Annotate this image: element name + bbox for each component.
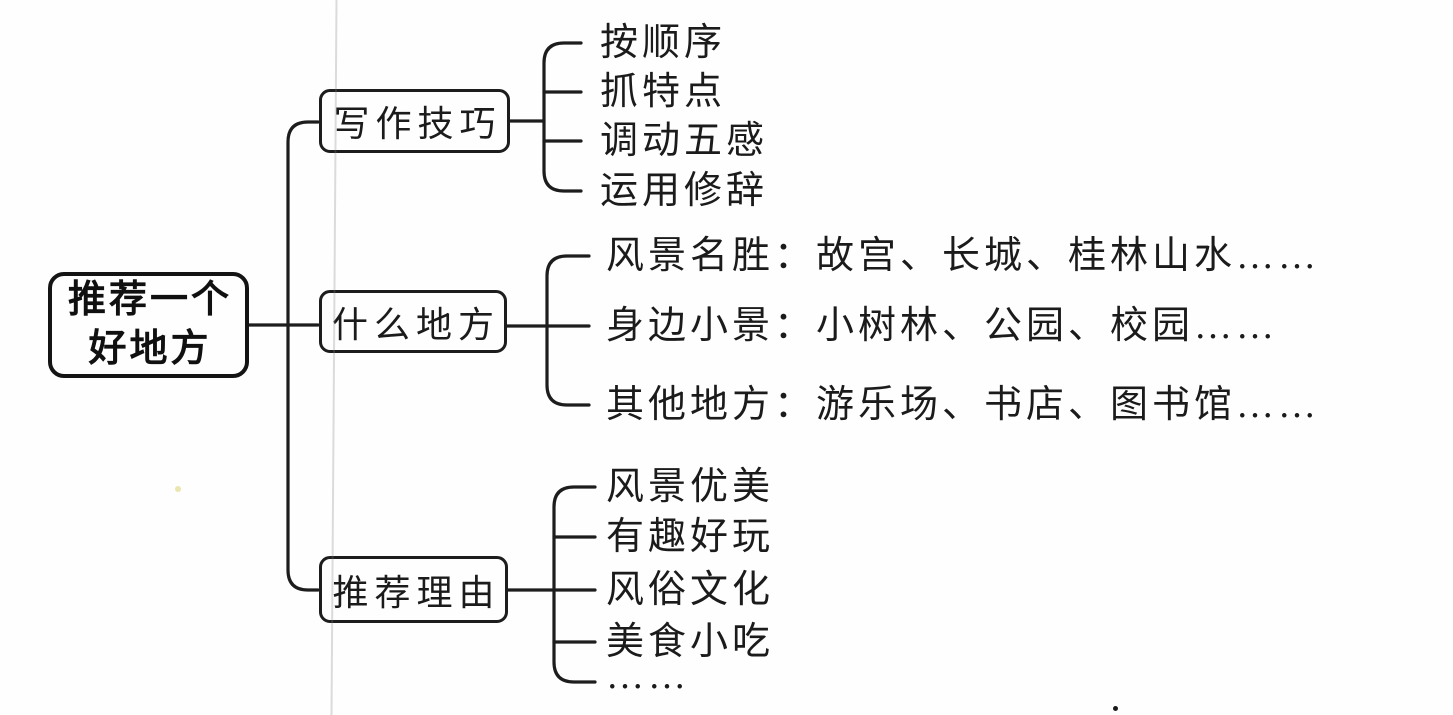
branch-label: 推荐理由 xyxy=(332,572,501,613)
root-label-line1: 推荐一个 xyxy=(67,279,232,321)
branch-node-reasons: 推荐理由 xyxy=(319,556,508,623)
leaf-label: 其他地方：游乐场、书店、图书馆…… xyxy=(606,384,1321,426)
branch-label: 什么地方 xyxy=(331,304,500,345)
trunk-line xyxy=(286,120,320,592)
branch-node-writing-skills: 写作技巧 xyxy=(319,89,510,153)
branch-node-what-place: 什么地方 xyxy=(319,290,507,353)
leaf-label: 身边小景：小树林、公园、校园…… xyxy=(606,305,1279,347)
leaf-label: 美食小吃 xyxy=(606,621,775,663)
branch2-brace-line xyxy=(545,254,591,407)
branch3-brace-line xyxy=(552,485,597,684)
leaf-label: 风景名胜：故宫、长城、桂林山水…… xyxy=(606,235,1321,277)
root-node: 推荐一个 好地方 xyxy=(48,272,249,378)
leaf-label: 按顺序 xyxy=(600,22,727,64)
branch-label: 写作技巧 xyxy=(333,104,502,144)
leaf-label: 运用修辞 xyxy=(600,170,769,212)
root-label-line2: 好地方 xyxy=(88,328,212,370)
leaf-label: 风俗文化 xyxy=(606,569,775,611)
ink-speck xyxy=(1113,706,1118,711)
yellow-speck xyxy=(175,486,181,492)
leaf-label: …… xyxy=(606,655,690,697)
leaf-label: 风景优美 xyxy=(606,466,775,508)
leaf-label: 抓特点 xyxy=(600,71,727,113)
leaf-label: 调动五感 xyxy=(600,120,769,162)
leaf-label: 有趣好玩 xyxy=(606,516,775,558)
branch1-brace-line xyxy=(542,41,583,193)
